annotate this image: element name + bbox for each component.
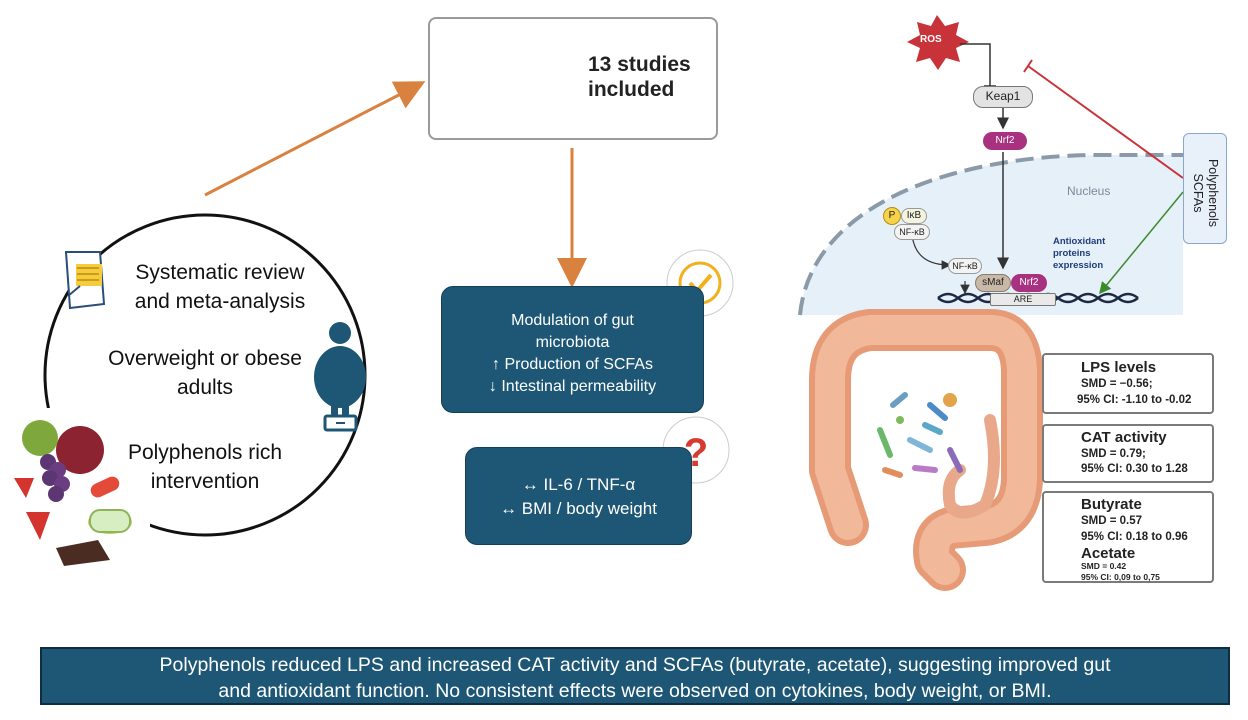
acetate-ci: 95% CI: 0,09 to 0,75 [1081, 572, 1160, 582]
nrf2-node-nuclear: Nrf2 [1011, 274, 1047, 292]
gut-line-1: Modulation of gut microbiota [511, 312, 634, 351]
acetate-smd: SMD = 0.42 [1081, 561, 1127, 571]
cat-smd: SMD = 0.79; [1081, 448, 1146, 460]
cyto-line-2: ↔ BMI / body weight [500, 499, 657, 518]
gut-line-3: ↓ Intestinal permeability [488, 378, 657, 395]
lps-box [1042, 353, 1214, 414]
butyrate-smd: SMD = 0.57 [1081, 515, 1143, 527]
nfkb-node-top: NF-κB [894, 224, 930, 240]
polyphenol-foods-icon [0, 408, 150, 568]
lps-ci: 95% CI: -1.10 to -0.02 [1077, 394, 1192, 406]
scfa-box [1042, 491, 1214, 583]
cyto-line-1: ↔ IL-6 / TNF-α [521, 475, 636, 494]
conclusion-line-1: Polyphenols reduced LPS and increased CA… [159, 654, 1111, 676]
cat-ci: 95% CI: 0.30 to 1.28 [1081, 463, 1188, 475]
polyphenols-scfas-box [1183, 133, 1227, 244]
review-label: Systematic review and meta-analysis [134, 261, 306, 313]
nucleus-label: Nucleus [1067, 184, 1111, 198]
ros-label: ROS [920, 34, 942, 45]
acetate-title: Acetate [1081, 545, 1136, 562]
gut-line-2: ↑ Production of SCFAs [492, 356, 653, 373]
cytokine-box: ↔ IL-6 / TNF-α ↔ BMI / body weight [465, 447, 692, 545]
obese-person-icon [314, 322, 366, 432]
conclusion-line-2: and antioxidant function. No consistent … [218, 680, 1052, 702]
microbiota-icon [877, 392, 963, 478]
keap1-node: Keap1 [973, 86, 1033, 108]
phospho-node: P [883, 207, 901, 225]
smaf-node: sMaf [975, 274, 1011, 292]
lps-title: LPS levels [1081, 359, 1157, 376]
butyrate-title: Butyrate [1081, 496, 1142, 513]
cat-title: CAT activity [1081, 429, 1167, 446]
ros-burst-icon [907, 15, 969, 70]
polyphenols-scfas-label: Polyphenols SCFAs [1191, 158, 1220, 228]
intervention-label: Polyphenols rich intervention [127, 441, 283, 493]
intestine-illustration [809, 309, 1043, 591]
studies-box [428, 17, 718, 140]
are-node: ARE [990, 293, 1056, 306]
ikb-node: IκB [901, 208, 927, 224]
arrow-to-studies [204, 81, 426, 197]
lps-smd: SMD = −0.56; [1081, 378, 1153, 390]
cat-box [1042, 424, 1214, 483]
gut-microbiota-box: Modulation of gut microbiota ↑ Productio… [441, 286, 704, 413]
studies-count-label: 13 studies included [588, 53, 691, 101]
population-label: Overweight or obese adults [108, 347, 302, 399]
nucleus-area [798, 153, 1183, 316]
conclusion-banner: Polyphenols reduced LPS and increased CA… [40, 647, 1230, 705]
review-note-icon [64, 251, 106, 310]
nrf2-node: Nrf2 [983, 132, 1027, 150]
butyrate-ci: 95% CI: 0.18 to 0.96 [1081, 531, 1188, 543]
antioxidant-label: Antioxidant proteins expression [1053, 236, 1106, 271]
nfkb-node-bottom: NF-κB [948, 258, 982, 274]
